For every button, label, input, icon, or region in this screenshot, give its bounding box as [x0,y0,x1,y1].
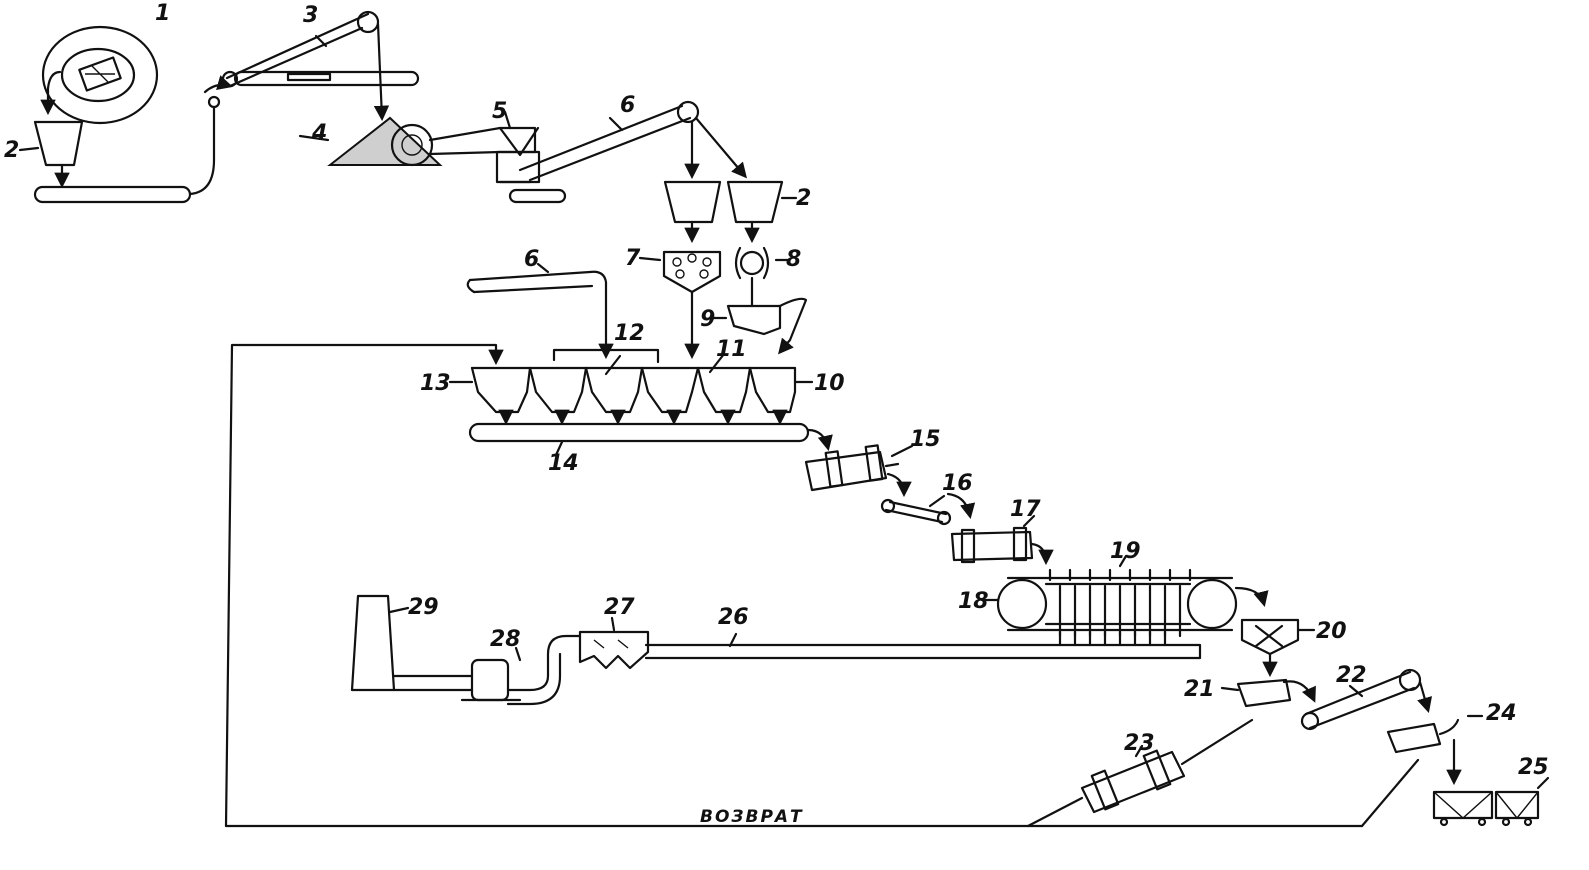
raw-material-vessel [40,25,159,125]
label-13: 13 [420,371,451,396]
label-4: 4 [311,121,327,146]
crusher-20 [1240,618,1316,678]
stack-29 [350,594,474,692]
drum-17 [950,514,1054,566]
feeder-9 [710,294,808,355]
label-3: 3 [303,3,318,28]
conveyor-left [33,75,233,204]
label-28: 28 [490,627,521,652]
label-23: 23 [1124,731,1155,756]
crusher-8 [734,246,790,298]
drum-15 [804,444,914,498]
cyclone-27 [578,616,650,670]
label-24: 24 [1486,701,1517,726]
collecting-conveyor-14 [468,422,833,457]
label-20: 20 [1316,619,1347,644]
stockpile-4 [298,116,443,167]
return-line-label: ВОЗВРАТ [700,807,804,827]
inclined-conveyor-3 [221,10,420,122]
inclined-conveyor-22 [1300,668,1433,731]
exhauster-28 [460,634,582,706]
feeder-21 [1220,678,1316,708]
bin-row-10-13 [448,348,814,426]
screen-7 [638,250,722,360]
label-29: 29 [408,595,439,620]
label-6-main: 6 [620,93,635,118]
inclined-conveyor-6 [518,100,747,182]
label-17: 17 [1010,497,1041,522]
label-16: 16 [942,471,973,496]
label-1: 1 [155,1,170,26]
label-21: 21 [1184,677,1215,702]
hopper-2-twin [663,180,798,244]
label-11: 11 [716,337,747,362]
label-2-left: 2 [4,138,19,163]
label-10: 10 [814,371,845,396]
hopper-2-left [18,120,84,189]
label-12: 12 [614,321,645,346]
label-18: 18 [958,589,989,614]
conveyor-16 [880,492,976,526]
conveyor-6-upper [466,262,614,360]
label-26: 26 [718,605,749,630]
rail-wagons-25 [1432,776,1550,827]
label-22: 22 [1336,663,1367,688]
label-27: 27 [604,595,635,620]
label-6-upper: 6 [524,247,539,272]
label-5: 5 [492,99,507,124]
label-8: 8 [786,247,801,272]
gas-duct-26 [644,630,1202,660]
label-9: 9 [700,307,715,332]
label-2-right: 2 [796,186,811,211]
bucket-reclaimer-5 [428,110,567,204]
sintering-machine-19 [980,554,1269,638]
label-15: 15 [910,427,941,452]
drum-23 [1080,718,1254,814]
label-25: 25 [1518,755,1549,780]
return-line [224,343,1420,828]
label-19: 19 [1110,539,1141,564]
label-14: 14 [548,451,579,476]
label-7: 7 [625,246,641,271]
screen-24 [1386,714,1484,786]
